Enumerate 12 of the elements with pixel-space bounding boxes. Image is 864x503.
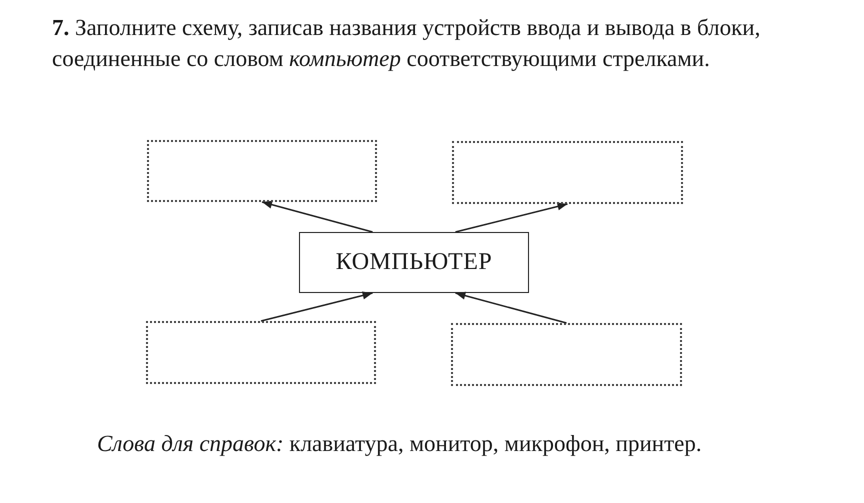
answer-box bbox=[146, 321, 376, 384]
arrow bbox=[262, 200, 373, 233]
box-label: КОМПЬЮТЕР bbox=[336, 249, 492, 276]
arrow bbox=[455, 292, 567, 324]
hint-text: Слова для справок: клавиатура, монитор, микрофон, принтер. bbox=[96, 430, 703, 458]
answer-box bbox=[147, 140, 377, 202]
process-box bbox=[299, 232, 529, 293]
task-text: 7. Заполните схему, записав названия устройств ввода и вывода в блоки, соединенные со словом компьютер соответствующими стрелками. bbox=[52, 14, 762, 73]
answer-box bbox=[452, 141, 683, 204]
answer-box bbox=[451, 323, 682, 386]
arrow bbox=[260, 292, 373, 322]
arrow bbox=[455, 202, 568, 233]
